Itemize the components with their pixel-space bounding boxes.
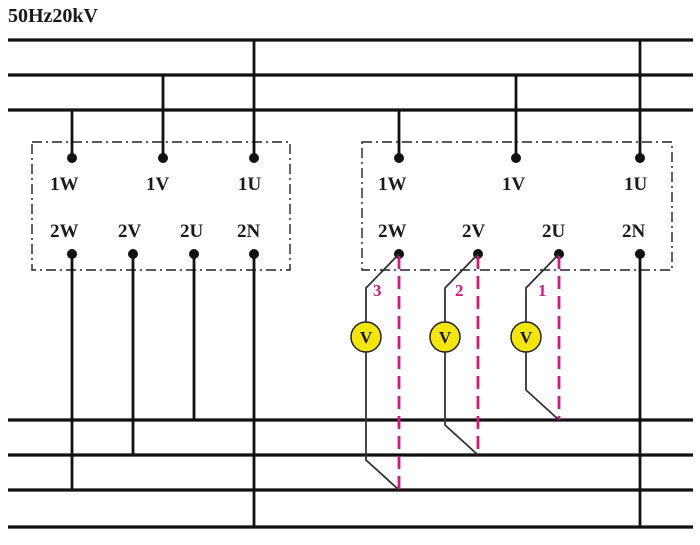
label-right-2N: 2N bbox=[622, 221, 646, 242]
meter-2-lead-top bbox=[444, 253, 479, 322]
voltmeter-1-symbol: V bbox=[520, 328, 533, 347]
label-left-2N: 2N bbox=[237, 221, 261, 242]
terminal-left-1U bbox=[249, 153, 259, 163]
supply-title: 50Hz20kV bbox=[8, 5, 99, 27]
label-right-1V: 1V bbox=[502, 174, 526, 195]
label-left-1W: 1W bbox=[50, 174, 79, 195]
label-right-1U: 1U bbox=[624, 174, 648, 195]
primary-busbars bbox=[8, 38, 693, 112]
meter-1-lead-bottom bbox=[525, 352, 560, 421]
secondary-busbars bbox=[8, 418, 693, 529]
label-right-2U: 2U bbox=[542, 221, 566, 242]
terminal-right-1W bbox=[394, 153, 404, 163]
terminal-right-1U bbox=[635, 153, 645, 163]
label-left-2U: 2U bbox=[180, 221, 204, 242]
voltmeter-3: V bbox=[350, 321, 382, 353]
voltmeter-3-symbol: V bbox=[360, 328, 373, 347]
measurement-label-2: 2 bbox=[455, 281, 464, 300]
measurement-label-1: 1 bbox=[538, 281, 547, 300]
terminal-right-1V bbox=[511, 153, 521, 163]
voltmeter-1-icon bbox=[510, 321, 542, 353]
label-left-2W: 2W bbox=[50, 221, 79, 242]
meter-3-lead-top bbox=[365, 253, 400, 322]
transformer-left: 1W 1V 1U 2W 2V 2U 2N bbox=[31, 40, 291, 527]
label-left-2V: 2V bbox=[118, 221, 142, 242]
transformer-right: 1W 1V 1U 2W 2V 2U 2N 3 2 1 V bbox=[350, 40, 673, 527]
voltmeter-2: V bbox=[429, 321, 461, 353]
voltmeter-2-symbol: V bbox=[439, 328, 452, 347]
label-left-1U: 1U bbox=[238, 174, 262, 195]
transformer-left-outline bbox=[31, 141, 291, 271]
meter-2-lead-bottom bbox=[444, 352, 479, 456]
meter-1-lead-top bbox=[525, 253, 560, 322]
terminal-left-1W bbox=[67, 153, 77, 163]
terminal-left-1V bbox=[158, 153, 168, 163]
label-right-2W: 2W bbox=[378, 221, 407, 242]
voltmeter-1: V bbox=[510, 321, 542, 353]
meter-3-lead-bottom bbox=[365, 352, 400, 491]
label-left-1V: 1V bbox=[146, 174, 170, 195]
label-right-1W: 1W bbox=[378, 174, 407, 195]
voltmeter-3-icon bbox=[350, 321, 382, 353]
measurement-label-3: 3 bbox=[373, 281, 382, 300]
label-right-2V: 2V bbox=[462, 221, 486, 242]
voltmeter-2-icon bbox=[429, 321, 461, 353]
